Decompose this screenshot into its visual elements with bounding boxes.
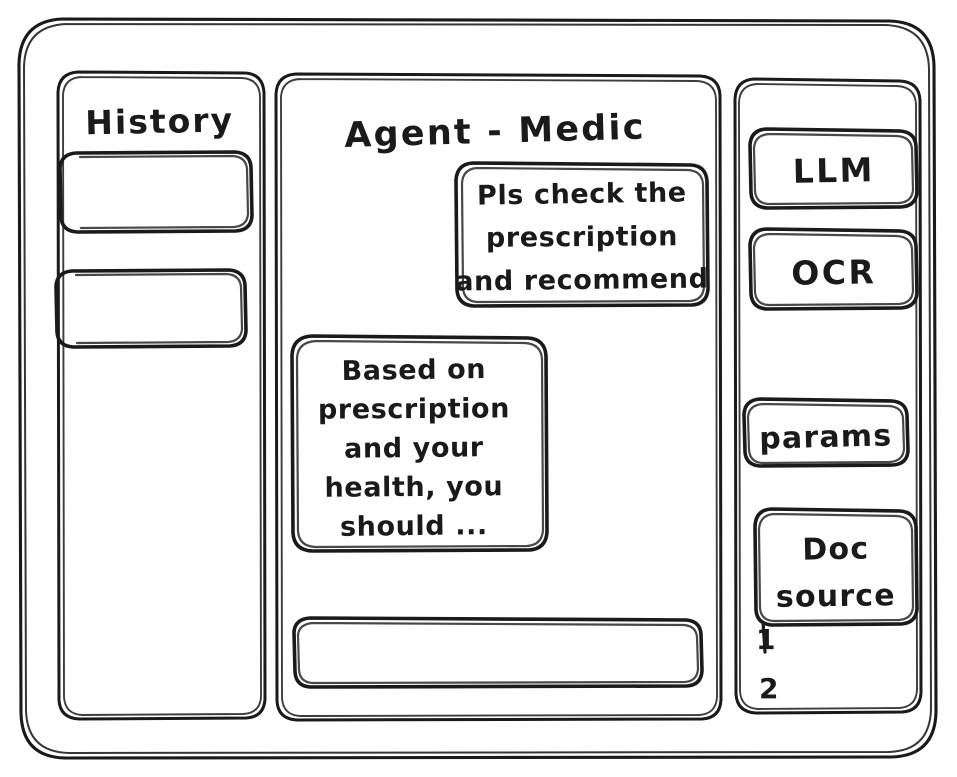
message-user-line-3: and recommend — [455, 263, 709, 297]
message-assistant-line-3: and your — [344, 432, 484, 464]
main-panel-title: Agent - Medic — [344, 108, 646, 156]
history-item-2[interactable] — [54, 268, 248, 349]
history-panel: History — [56, 70, 267, 721]
history-title: History — [85, 100, 235, 142]
tools-panel — [733, 77, 923, 715]
doc-source-connector — [761, 620, 767, 654]
doc-source-list-item-2[interactable]: 2 — [759, 672, 778, 705]
window-frame — [17, 17, 938, 760]
tool-doc-source-line-2: source — [776, 578, 896, 615]
main-panel: Agent - Medic — [274, 72, 723, 722]
doc-source-list: 1 2 — [756, 623, 778, 705]
message-user-line-2: prescription — [486, 221, 678, 254]
history-item-1[interactable] — [58, 150, 254, 234]
tool-llm-label: LLM — [792, 150, 875, 191]
tool-ocr-label: OCR — [791, 252, 877, 292]
message-bubble-user[interactable]: Pls check the prescription and recommend — [454, 161, 710, 308]
tool-doc-source[interactable]: Doc source — [753, 507, 919, 627]
tool-doc-source-line-1: Doc — [802, 531, 870, 567]
message-assistant-line-4: health, you — [324, 471, 503, 504]
message-assistant-line-1: Based on — [341, 354, 486, 387]
message-assistant-line-5: should ... — [340, 510, 488, 543]
tool-llm[interactable]: LLM — [748, 127, 919, 210]
message-assistant-line-2: prescription — [318, 393, 510, 425]
tool-ocr[interactable]: OCR — [748, 227, 919, 311]
message-input[interactable] — [292, 616, 704, 689]
doc-source-list-item-1[interactable]: 1 — [756, 623, 775, 656]
message-bubble-assistant[interactable]: Based on prescription and your health, y… — [290, 334, 549, 553]
tool-params[interactable]: params — [742, 397, 910, 468]
tool-params-label: params — [759, 418, 893, 456]
message-user-line-1: Pls check the — [477, 177, 687, 211]
